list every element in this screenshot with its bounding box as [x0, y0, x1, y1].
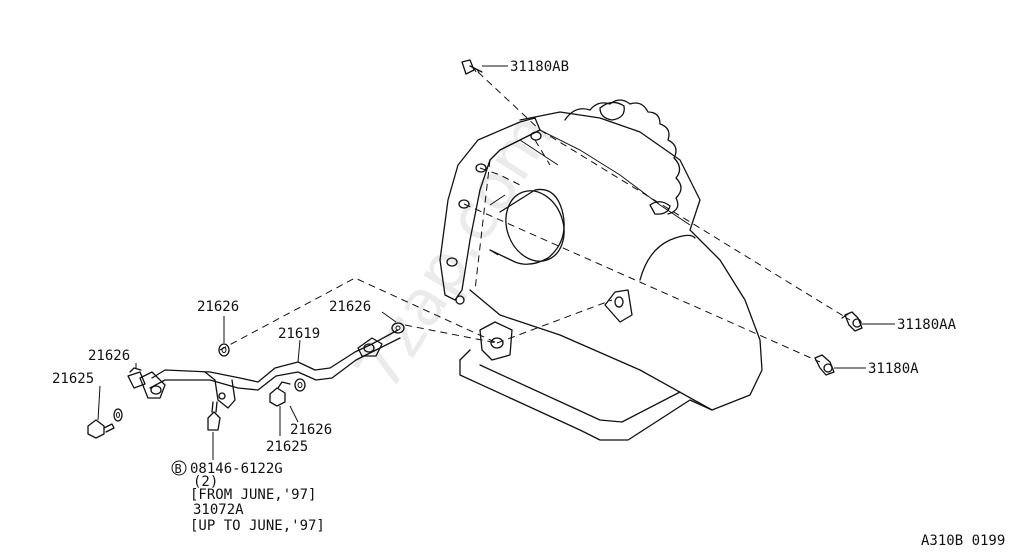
watermark: 7zap.com	[341, 100, 569, 403]
callout-washer-21626-right: 21626	[329, 299, 371, 315]
callout-bolt-31180A: 31180A	[868, 361, 919, 377]
alignment-lines	[219, 71, 851, 363]
bracket-bolt-icon	[207, 401, 221, 431]
diagram-code: A310B 0199	[921, 533, 1005, 549]
callout-bolt-31180AA: 31180AA	[897, 317, 957, 333]
bracket-note-part: 08146-6122G	[190, 461, 283, 477]
callout-eyebolt-21625-center: 21625	[266, 439, 308, 455]
washer-icon	[218, 343, 230, 357]
callout-eyebolt-21625-left: 21625	[52, 371, 94, 387]
washer-icon	[113, 408, 123, 422]
bracket-note-from-date: [FROM JUNE,'97]	[190, 487, 316, 503]
oil-cooler-pipe	[127, 329, 401, 409]
transmission-assembly	[439, 99, 763, 441]
washer-icon	[294, 378, 306, 392]
callout-washer-21626-top: 21626	[197, 299, 239, 315]
bolt-31180AA-icon	[841, 311, 863, 332]
bolt-31180A-icon	[814, 354, 835, 376]
callout-bolt-31180AB: 31180AB	[510, 59, 569, 75]
callout-pipe-21619: 21619	[278, 326, 320, 342]
leader-lines	[97, 65, 895, 460]
eyebolt-icon	[269, 381, 291, 407]
bracket-note-alt-part: 31072A	[193, 502, 244, 518]
bracket-note: B 08146-6122G (2) [FROM JUNE,'97] 31072A…	[171, 460, 325, 534]
bracket-note-upto-date: [UP TO JUNE,'97]	[190, 518, 325, 534]
bolt-31180AB-icon	[461, 59, 483, 75]
callout-washer-21626-left: 21626	[88, 348, 130, 364]
bracket-note-marker: B	[175, 462, 182, 476]
bracket-note-qty: (2)	[193, 474, 218, 490]
callout-washer-21626-bottom: 21626	[290, 422, 332, 438]
eyebolt-icon	[87, 419, 115, 439]
washer-icon	[391, 322, 405, 334]
